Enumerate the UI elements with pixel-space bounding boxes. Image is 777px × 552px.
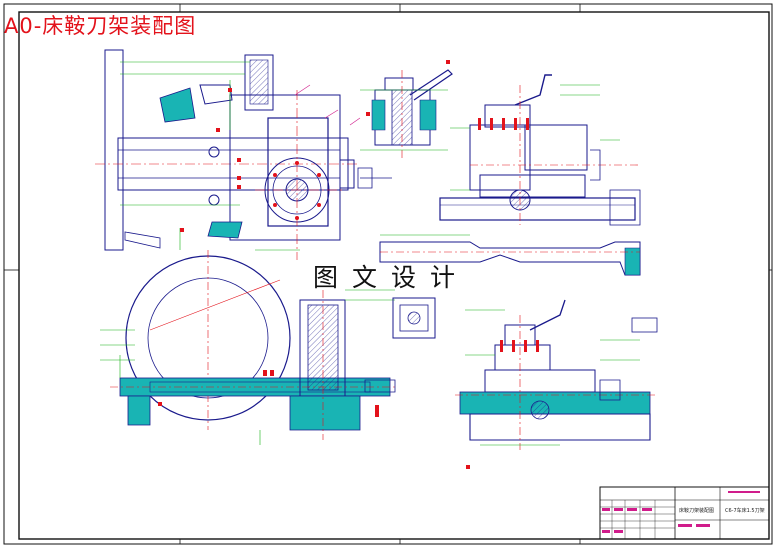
guideway-profile xyxy=(379,234,641,276)
detail-square xyxy=(392,297,436,339)
inner-frame xyxy=(18,11,770,540)
section-view-right xyxy=(455,299,658,469)
title-block-project: C6-7车床1.5刀架 xyxy=(725,508,765,514)
title-block-drawing-name: 床鞍刀架装配图 xyxy=(679,508,715,514)
drawing-title: A0-床鞍刀架装配图 xyxy=(4,14,197,38)
zone-ticks xyxy=(4,4,772,544)
title-block xyxy=(599,486,770,540)
carriage-plan-view xyxy=(95,49,392,260)
section-view-left xyxy=(100,250,396,445)
watermark-text: 图文设计 xyxy=(313,263,470,292)
outer-border xyxy=(3,3,773,545)
carriage-side-view xyxy=(439,74,641,226)
toolpost-section-small xyxy=(360,60,453,160)
